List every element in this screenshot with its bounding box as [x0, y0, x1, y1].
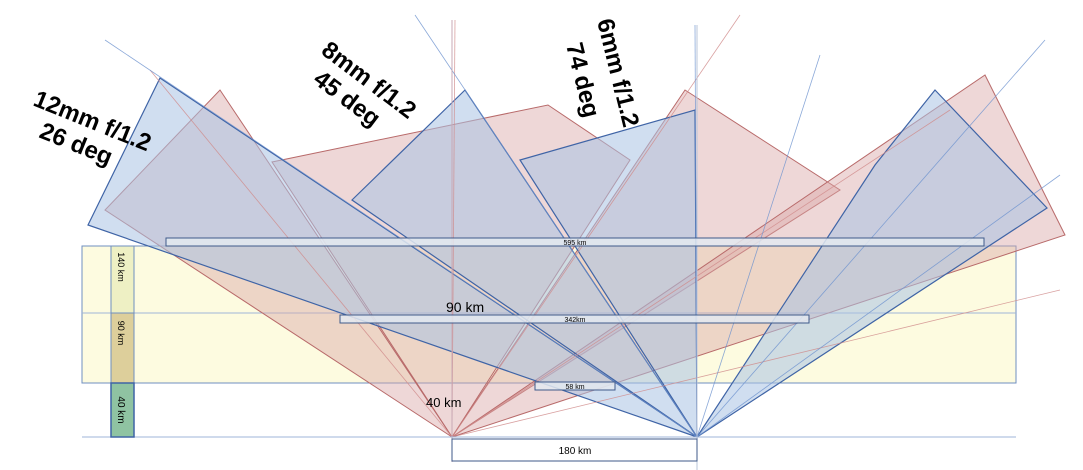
lens-6mm-label-line2: 74 deg — [560, 40, 605, 120]
width-top-label: 595 km — [564, 240, 587, 247]
baseline-label: 180 km — [559, 446, 592, 457]
altitude-label-40: 40 km — [115, 396, 126, 423]
width-bottom-label: 58 km — [565, 384, 584, 391]
altitude-band-40 — [110, 382, 135, 438]
width-bar-bottom — [534, 381, 616, 391]
width-bar-middle — [339, 314, 810, 324]
forty-km-label: 40 km — [426, 395, 461, 410]
blue-fov-left — [87, 77, 698, 438]
baseline-bar — [451, 438, 698, 462]
altitude-label-140: 140 km — [116, 252, 126, 282]
altitude-label-90: 90 km — [116, 321, 126, 346]
width-bar-top — [165, 237, 985, 247]
blue-fov-right — [696, 89, 1048, 438]
width-middle-label: 342km — [564, 317, 585, 324]
ninety-km-label: 90 km — [446, 299, 484, 315]
